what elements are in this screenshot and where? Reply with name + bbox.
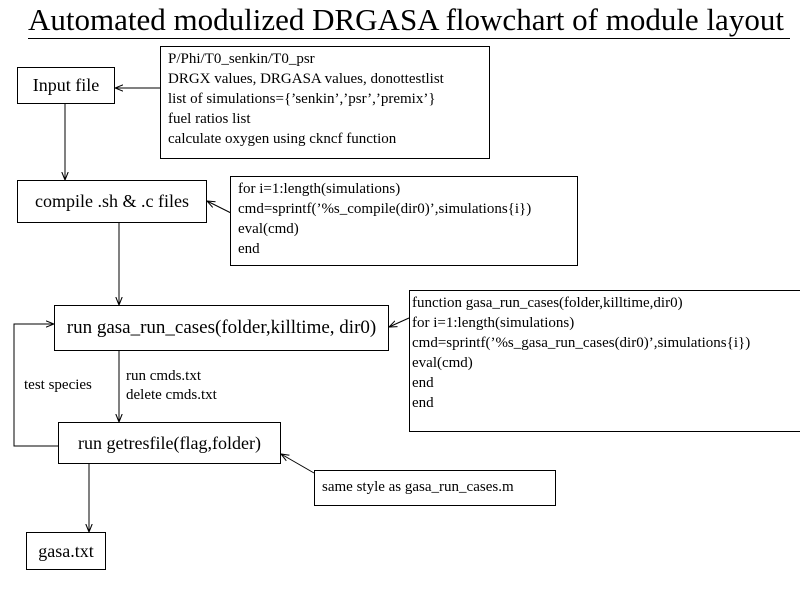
arrow-note-to-compile [207, 201, 234, 215]
note-line: same style as gasa_run_cases.m [322, 479, 514, 495]
note-line: for i=1:length(simulations) [238, 181, 401, 197]
note-line: function gasa_run_cases(folder,killtime,… [412, 295, 683, 311]
title-underline [28, 38, 790, 39]
output-node: gasa.txt [26, 532, 106, 570]
edge-label-delete-cmds: delete cmds.txt [126, 387, 217, 403]
note-line: cmd=sprintf(’%s_compile(dir0)’,simulatio… [238, 201, 532, 217]
arrow-loop-test-species [13, 324, 58, 447]
arrow-note-to-runcases [389, 317, 410, 327]
input-note: P/Phi/T0_senkin/T0_psr DRGX values, DRGA… [160, 46, 490, 159]
note-line: DRGX values, DRGASA values, donottestlis… [168, 71, 444, 87]
edge-label-test-species: test species [24, 377, 92, 393]
note-line: eval(cmd) [238, 221, 299, 237]
input-file-node: Input file [17, 67, 115, 104]
note-line: cmd=sprintf(’%s_gasa_run_cases(dir0)’,si… [412, 335, 751, 351]
run-cases-node: run gasa_run_cases(folder,killtime, dir0… [54, 305, 389, 351]
note-line: eval(cmd) [412, 355, 473, 371]
note-line: fuel ratios list [168, 111, 251, 127]
compile-node: compile .sh & .c files [17, 180, 207, 223]
note-line: end [238, 241, 260, 257]
arrow-note-to-getresfile [281, 454, 315, 474]
diagram-title: Automated modulized DRGASA flowchart of … [28, 2, 784, 37]
note-line: end [412, 375, 434, 391]
note-line: for i=1:length(simulations) [412, 315, 575, 331]
getresfile-note: same style as gasa_run_cases.m [314, 470, 556, 506]
edge-label-run-cmds: run cmds.txt [126, 368, 201, 384]
note-line: list of simulations={’senkin’,’psr’,’pre… [168, 91, 436, 107]
note-line: P/Phi/T0_senkin/T0_psr [168, 51, 315, 67]
getresfile-node: run getresfile(flag,folder) [58, 422, 281, 464]
note-line: end [412, 395, 434, 411]
compile-note: for i=1:length(simulations) cmd=sprintf(… [230, 176, 578, 266]
note-line: calculate oxygen using ckncf function [168, 131, 397, 147]
run-cases-note: function gasa_run_cases(folder,killtime,… [409, 290, 800, 432]
